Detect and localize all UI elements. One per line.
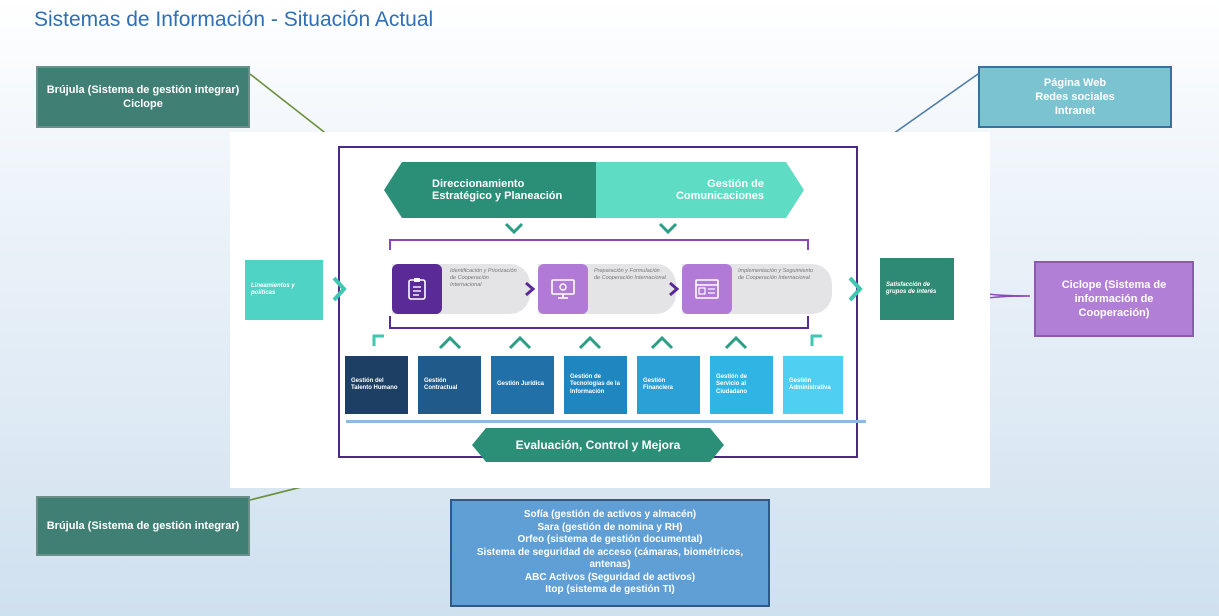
support-box-financiera: Gestión Financiera (637, 356, 700, 414)
chevron-down-icon (658, 222, 678, 235)
callout-line: Página Web (1043, 77, 1107, 89)
strategic-banner (384, 162, 804, 218)
chevron-right-icon (669, 281, 680, 297)
callout-line: Ciclope (Sistema de información de Coope… (1061, 279, 1167, 319)
chevron-up-icon (508, 335, 532, 350)
chevron-down-icon (504, 222, 524, 235)
callout-line: Redes sociales (1035, 91, 1115, 103)
chevron-right-icon (848, 276, 863, 302)
bracket-bottom (389, 316, 809, 329)
clipboard-icon (392, 264, 442, 314)
corner-mark-right (810, 334, 822, 346)
strategic-chevron (384, 162, 596, 218)
callout-ciclope-cooperacion: Ciclope (Sistema de información de Coope… (1034, 261, 1194, 337)
callout-line: Sistema de seguridad de acceso (cámaras,… (476, 546, 744, 571)
callout-support-systems: Sofía (gestión de activos y almacén) Sar… (450, 499, 770, 607)
callout-line: ABC Activos (Seguridad de activos) (524, 571, 696, 583)
up-arrows (372, 334, 822, 350)
process-label: Implementación y Seguimiento de Cooperac… (738, 268, 814, 281)
callout-brujula: Brújula (Sistema de gestión integrar) (36, 496, 250, 556)
bracket-top (389, 239, 809, 250)
callout-line: Intranet (1054, 105, 1096, 117)
chevron-right-icon (525, 281, 536, 297)
support-box-tecnologias: Gestión de Tecnologías de la Información (564, 356, 627, 414)
separator-line (346, 420, 866, 423)
callout-web-channels: Página Web Redes sociales Intranet (978, 66, 1172, 128)
support-box-administrativa: Gestión Administrativa (783, 356, 843, 414)
process-label: Identificación y Priorización de Coopera… (450, 268, 517, 288)
evaluation-chevron (472, 428, 724, 462)
corner-mark-left (372, 334, 384, 346)
support-box-juridica: Gestión Jurídica (491, 356, 554, 414)
callout-line: Itop (sistema de gestión TI) (545, 584, 675, 596)
callout-line: Orfeo (sistema de gestión documental) (517, 534, 703, 546)
outputs-box: Satisfacción de grupos de interés (880, 258, 954, 320)
chevron-right-icon (332, 276, 347, 302)
callout-line: Brújula (Sistema de gestión integrar) (46, 520, 240, 532)
chevron-up-icon (438, 335, 462, 350)
process-bracket (389, 239, 809, 329)
callout-line: Ciclope (123, 98, 163, 110)
communications-label: Gestión de Comunicaciones (675, 178, 764, 202)
dashboard-icon (682, 264, 732, 314)
callout-brujula-ciclope: Brújula (Sistema de gestión integrar) Ci… (36, 66, 250, 128)
support-box-servicio-ciudadano: Gestión de Servicio al Ciudadano (710, 356, 773, 414)
evaluation-label: Evaluación, Control y Mejora (515, 438, 681, 452)
monitor-gear-icon (538, 264, 588, 314)
callout-line: Sara (gestión de nomina y RH) (537, 521, 683, 533)
down-arrows (504, 222, 678, 235)
callout-line: Sofía (gestión de activos y almacén) (523, 509, 697, 521)
chevron-up-icon (724, 335, 748, 350)
support-box-talento-humano: Gestión del Talento Humano (345, 356, 408, 414)
strategic-label: Direccionamiento Estratégico y Planeació… (432, 178, 563, 202)
support-box-contractual: Gestión Contractual (418, 356, 481, 414)
chevron-up-icon (578, 335, 602, 350)
page-title: Sistemas de Información - Situación Actu… (34, 8, 434, 31)
process-label: Preparación y Formulación de Cooperación… (594, 268, 666, 281)
inputs-box: Lineamientos y políticas (245, 260, 323, 320)
chevron-up-icon (650, 335, 674, 350)
evaluation-banner (472, 428, 724, 462)
communications-chevron (596, 162, 804, 218)
callout-line: Brújula (Sistema de gestión integrar) (46, 84, 240, 96)
